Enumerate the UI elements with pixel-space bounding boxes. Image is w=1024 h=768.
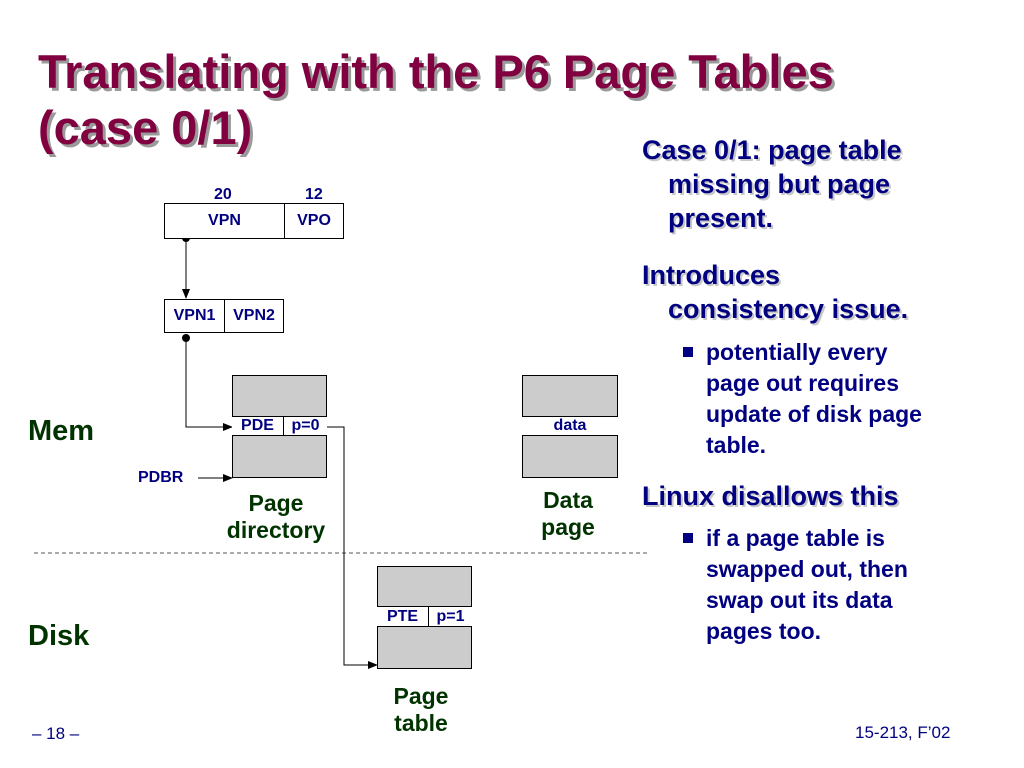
pte-present-bit: p=1 [436,607,465,625]
bullet-line: Introduces [642,260,781,290]
vpo-field: VPO [297,212,331,229]
vpo-bits-label: 12 [305,186,323,203]
data-page-box: data [522,375,618,478]
vpn2-field: VPN2 [233,307,275,324]
caption-line: table [394,710,448,736]
square-bullet-icon [683,347,693,357]
sub-bullet-swap-out: if a page table is swapped out, then swa… [683,523,908,647]
bullet-line: consistency issue. [668,294,909,324]
square-bullet-icon [683,533,693,543]
caption-line: page [541,514,595,540]
page-directory-box: PDE p=0 [232,375,327,478]
pde-to-page-table-arrow [326,426,378,669]
virtual-address-box: VPN VPO [164,203,344,239]
caption-line: Page [248,490,304,516]
vpn-bits-label: 20 [214,186,232,203]
course-label: 15-213, F’02 [855,723,951,742]
page-table-caption: Page table [363,683,479,737]
bullet-line: swapped out, then [706,556,908,582]
mem-label: Mem [28,415,95,447]
caption-line: directory [226,517,326,543]
disk-label: Disk [28,620,90,652]
data-entry: data [522,416,618,436]
pde-field: PDE [232,417,284,435]
page-table-box: PTE p=1 [377,566,472,669]
caption-line: Page [393,683,449,709]
pde-present-bit: p=0 [291,417,320,434]
bullet-case-0-1: Case 0/1: page table missing but page pr… [642,133,902,235]
vpn-split-box: VPN1 VPN2 [164,299,284,333]
data-page-caption: Data page [510,487,626,541]
bullet-line: swap out its data [706,587,893,613]
bullet-line: missing but page [668,169,891,199]
vpn1-field: VPN1 [165,300,225,332]
bullet-line: Case 0/1: page table [642,135,902,165]
bullet-line: table. [706,432,767,458]
bullet-line: pages too. [706,618,822,644]
bullet-line: if a page table is [706,525,885,551]
bullet-line: update of disk page [706,401,922,427]
sub-bullet-page-out: potentially every page out requires upda… [683,337,922,461]
pdbr-label: PDBR [138,469,184,486]
vpn1-arrow [185,338,233,431]
bullet-consistency: Introduces consistency issue. [642,258,908,326]
slide-title-line-1: Translating with the P6 Page Tables [38,45,834,98]
caption-line: Data [543,487,593,513]
pde-entry: PDE p=0 [232,416,327,436]
slide-title-line-2: (case 0/1) [38,101,253,154]
bullet-linux: Linux disallows this [642,481,899,511]
slide-number: – 18 – [32,724,80,743]
pte-entry: PTE p=1 [377,606,472,627]
bullet-line: potentially every [706,339,888,365]
data-field: data [553,417,587,434]
bullet-line: page out requires [706,370,899,396]
pte-field: PTE [377,607,429,626]
vpn-field: VPN [165,204,285,238]
page-directory-caption: Page directory [218,490,334,544]
bullet-line: present. [668,203,774,233]
